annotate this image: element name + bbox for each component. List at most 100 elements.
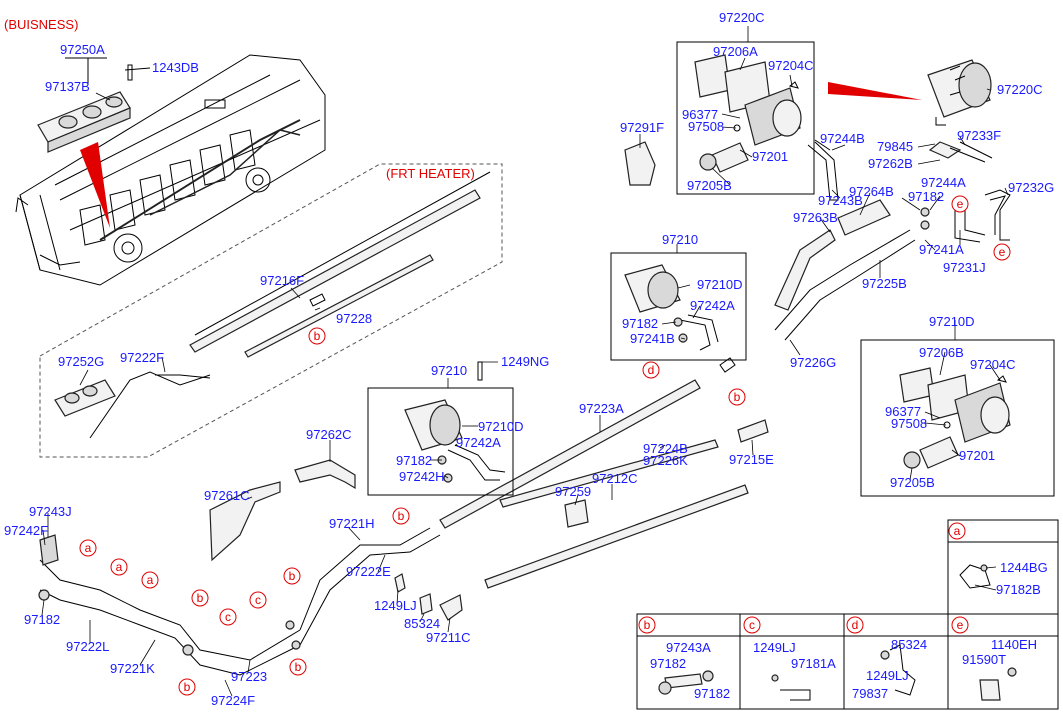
label-97242A-b: 97242A	[456, 435, 501, 450]
callout-circles	[79, 195, 1011, 696]
red-pointer-left	[80, 142, 110, 228]
label-97182B: 97182B	[996, 582, 1041, 597]
callout-a-1: a	[85, 541, 92, 555]
detail-b-header: b	[644, 618, 651, 632]
label-1243DB: 1243DB	[152, 60, 199, 75]
part-97259	[564, 499, 589, 528]
callout-e-1: e	[957, 197, 964, 211]
label-97221K: 97221K	[110, 661, 155, 676]
label-97182-b: 97182	[396, 453, 432, 468]
detail-c-header: c	[749, 618, 755, 632]
label-97244B: 97244B	[820, 131, 865, 146]
label-97182-l: 97182	[24, 612, 60, 627]
label-97204C-box: 97204C	[970, 357, 1016, 372]
callout-b-2: b	[734, 390, 741, 404]
label-97210D-a: 97210D	[697, 277, 743, 292]
callout-b-1: b	[314, 329, 321, 343]
label-97259: 97259	[555, 484, 591, 499]
duct-97261C	[209, 481, 281, 562]
label-85324: 85324	[404, 616, 440, 631]
callout-d-1: d	[648, 363, 655, 377]
bus-illustration	[15, 54, 326, 286]
label-96377-top: 96377	[682, 107, 718, 122]
label-97212C: 97212C	[592, 471, 638, 486]
label-97233F: 97233F	[957, 128, 1001, 143]
label-97220C-top: 97220C	[719, 10, 765, 25]
frt-heater-ducts	[54, 171, 491, 439]
label-frt-heater: (FRT HEATER)	[386, 166, 475, 181]
label-97241A: 97241A	[919, 242, 964, 257]
label-97216F: 97216F	[260, 273, 304, 288]
label-97222E: 97222E	[346, 564, 391, 579]
detail-e-header: e	[957, 618, 964, 632]
detail-d-header: d	[852, 618, 859, 632]
label-97205B-box: 97205B	[890, 475, 935, 490]
label-97231J: 97231J	[943, 260, 986, 275]
label-97210-mid: 97210	[431, 363, 467, 378]
detail-e-91590T: 91590T	[962, 652, 1006, 667]
label-97182-r: 97182	[908, 189, 944, 204]
label-97225B: 97225B	[862, 276, 907, 291]
callout-b-7: b	[295, 660, 302, 674]
detail-d-85324: 85324	[891, 637, 927, 652]
detail-c-1249LJ: 1249LJ	[753, 640, 796, 655]
label-97211C: 97211C	[426, 630, 471, 645]
label-97224B: 97224B	[643, 441, 688, 456]
label-97263B: 97263B	[793, 210, 838, 225]
label-97222L: 97222L	[66, 639, 109, 654]
detail-c-97181A: 97181A	[791, 656, 836, 671]
label-96377-box: 96377	[885, 404, 921, 419]
callout-b-6: b	[184, 680, 191, 694]
label-1249NG: 1249NG	[501, 354, 549, 369]
detail-a-header: a	[954, 524, 961, 538]
box-97210-mid	[367, 387, 514, 496]
callout-a-2: a	[116, 560, 123, 574]
label-97224F: 97224F	[211, 693, 255, 708]
label-97242A-a: 97242A	[690, 298, 735, 313]
label-97222F: 97222F	[120, 350, 164, 365]
label-97215E: 97215E	[729, 452, 774, 467]
heater-unit-97210-top	[624, 264, 719, 351]
label-79845: 79845	[877, 139, 913, 154]
label-97252G: 97252G	[58, 354, 104, 369]
heater-unit-97210-mid	[404, 399, 506, 483]
label-97250A: 97250A	[60, 42, 105, 57]
label-97206A: 97206A	[713, 44, 758, 59]
label-97206B: 97206B	[919, 345, 964, 360]
lower-left-pipes	[38, 527, 463, 676]
label-97182-a: 97182	[622, 316, 658, 331]
label-buisness: (BUISNESS)	[4, 17, 78, 32]
detail-b-97243A: 97243A	[666, 640, 711, 655]
label-97262B: 97262B	[868, 156, 913, 171]
label-97205B-top: 97205B	[687, 178, 732, 193]
callout-c-2: c	[225, 610, 231, 624]
label-97262C: 97262C	[306, 427, 352, 442]
callout-a-3: a	[147, 573, 154, 587]
detail-b-97182-a: 97182	[650, 656, 686, 671]
label-97201-top: 97201	[752, 149, 788, 164]
callout-b-3: b	[398, 509, 405, 523]
label-97210-top: 97210	[662, 232, 698, 247]
label-97264B: 97264B	[849, 184, 894, 199]
label-97137B: 97137B	[45, 79, 90, 94]
duct-97263B-97264B	[774, 199, 916, 341]
red-pointer-right	[828, 82, 922, 100]
leader-lines	[41, 26, 1009, 697]
label-97243B: 97243B	[818, 193, 863, 208]
label-97241B: 97241B	[630, 331, 675, 346]
frt-heater-region	[39, 163, 503, 458]
detail-d-1249LJ: 1249LJ	[866, 668, 909, 683]
label-97508-box: 97508	[891, 416, 927, 431]
box-97210-top	[610, 252, 747, 361]
detail-boxes	[636, 519, 1059, 710]
label-97204C-top: 97204C	[768, 58, 814, 73]
label-97220C-right: 97220C	[997, 82, 1043, 97]
callout-e-2: e	[999, 245, 1006, 259]
label-97291F: 97291F	[620, 120, 664, 135]
ducts-97223A-97224B	[439, 357, 749, 589]
bracket-97291F	[624, 141, 656, 186]
label-97232G: 97232G	[1008, 180, 1054, 195]
callout-b-4: b	[197, 591, 204, 605]
label-97261C: 97261C	[204, 488, 250, 503]
label-97226K: 97226K	[643, 453, 688, 468]
